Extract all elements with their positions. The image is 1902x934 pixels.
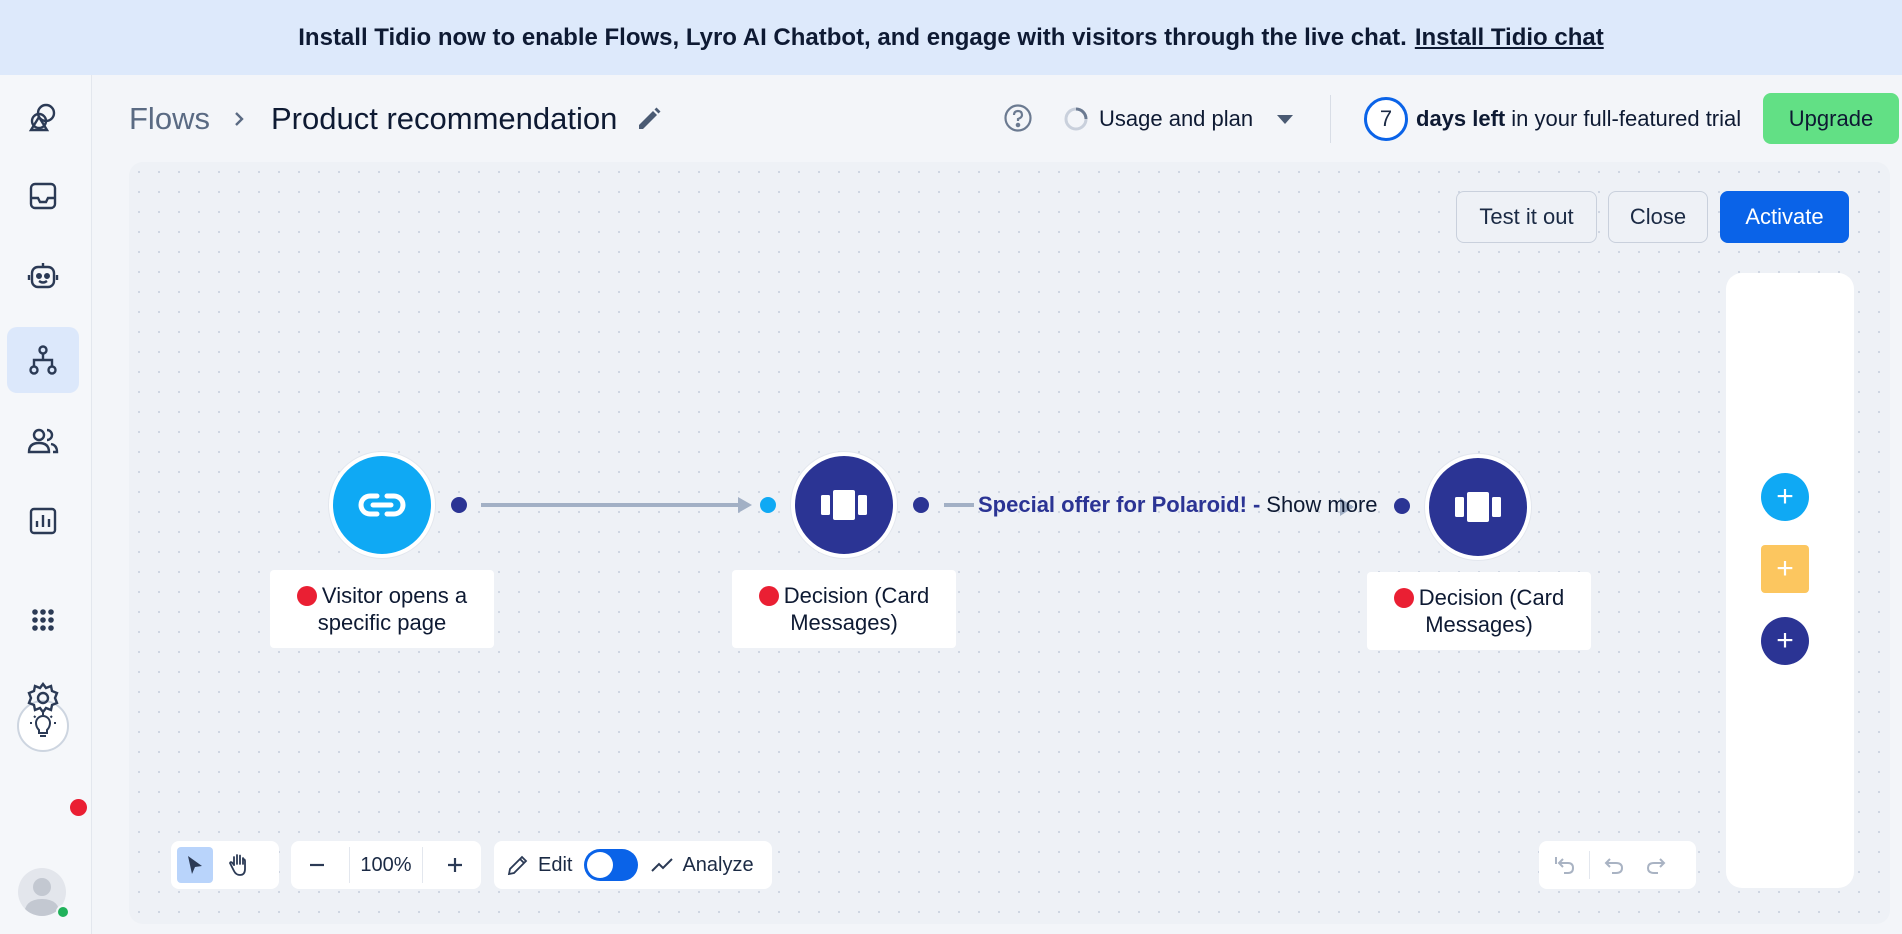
pencil-icon xyxy=(639,107,661,129)
sidebar-item-analytics[interactable] xyxy=(7,488,79,554)
cards-icon xyxy=(1455,492,1501,522)
trigger-output-port[interactable] xyxy=(451,497,467,513)
sidebar-item-lyro-bot[interactable] xyxy=(7,242,79,308)
error-dot xyxy=(1393,588,1414,608)
activate-button[interactable]: Activate xyxy=(1720,191,1849,243)
analytics-icon xyxy=(29,507,57,535)
decision-node-1[interactable] xyxy=(791,452,897,558)
sidebar-item-flows[interactable] xyxy=(7,327,79,393)
settings-icon xyxy=(27,682,59,714)
flows-icon xyxy=(29,345,57,375)
caret-down-icon xyxy=(1277,114,1294,124)
minus-icon xyxy=(310,863,324,867)
analyze-mode-label[interactable]: Analyze xyxy=(682,853,754,876)
edge-separator: - xyxy=(1252,492,1261,517)
help-button[interactable] xyxy=(1003,103,1033,133)
contacts-icon xyxy=(27,428,59,454)
card-title: Special offer for Polaroid! xyxy=(978,492,1247,517)
sidebar xyxy=(0,75,92,934)
plus-icon xyxy=(448,858,462,872)
trial-info: days left in your full-featured trial xyxy=(1416,100,1741,138)
cards-icon xyxy=(821,490,867,520)
button-edge-label[interactable]: Special offer for Polaroid! - Show more xyxy=(978,490,1378,520)
shapes-icon xyxy=(28,103,56,132)
link-icon xyxy=(358,493,406,517)
sidebar-item-contacts[interactable] xyxy=(7,408,79,474)
settings-alert-dot xyxy=(70,799,87,816)
decision-node-2[interactable] xyxy=(1425,454,1531,560)
days-left-text: days left xyxy=(1416,106,1506,131)
add-condition-button[interactable]: + xyxy=(1761,545,1809,593)
chevron-right-icon xyxy=(230,100,248,138)
cursor-tools xyxy=(171,841,279,889)
add-action-button[interactable]: + xyxy=(1761,617,1809,665)
history-divider xyxy=(1589,851,1590,879)
zoom-level: 100% xyxy=(349,847,423,883)
error-dot xyxy=(296,586,317,606)
decision-1-output-port[interactable] xyxy=(913,497,929,513)
bot-icon xyxy=(27,263,59,289)
settings-button[interactable] xyxy=(7,665,79,731)
pointer-icon xyxy=(188,856,202,874)
tips-button[interactable] xyxy=(17,700,69,752)
mode-toggle[interactable] xyxy=(584,849,639,881)
card-button-label: Show more xyxy=(1266,492,1378,517)
flow-canvas[interactable] xyxy=(129,162,1890,924)
install-banner: Install Tidio now to enable Flows, Lyro … xyxy=(0,0,1902,75)
node-label-text: Visitor opens a specific page xyxy=(317,583,468,635)
decision-node-2-label[interactable]: Decision (Card Messages) xyxy=(1367,572,1591,650)
error-dot xyxy=(758,586,779,606)
user-placeholder-icon xyxy=(24,878,60,916)
pan-tool-button[interactable] xyxy=(221,847,257,883)
mode-switcher: Edit Analyze xyxy=(494,841,772,889)
decision-node-1-label[interactable]: Decision (Card Messages) xyxy=(732,570,956,648)
inbox-icon xyxy=(29,182,57,210)
trial-text: in your full-featured trial xyxy=(1511,106,1742,131)
node-label-text: Decision (Card Messages) xyxy=(1418,585,1565,637)
zoom-in-button[interactable] xyxy=(437,847,473,883)
decision-2-input-port[interactable] xyxy=(1394,498,1410,514)
node-label-text: Decision (Card Messages) xyxy=(783,583,930,635)
upgrade-button[interactable]: Upgrade xyxy=(1763,93,1899,144)
header-divider xyxy=(1330,95,1331,143)
install-tidio-link[interactable]: Install Tidio chat xyxy=(1414,23,1604,51)
history-controls xyxy=(1539,841,1696,889)
edit-title-button[interactable] xyxy=(636,100,662,138)
apps-grid-icon xyxy=(32,609,54,631)
test-it-out-button[interactable]: Test it out xyxy=(1456,191,1597,243)
edit-mode-label[interactable]: Edit xyxy=(538,853,573,876)
redo-button[interactable] xyxy=(1638,847,1674,883)
usage-progress-icon xyxy=(1064,107,1088,131)
close-button[interactable]: Close xyxy=(1608,191,1708,243)
undo-button[interactable] xyxy=(1596,847,1632,883)
zoom-out-button[interactable] xyxy=(299,847,335,883)
banner-text: Install Tidio now to enable Flows, Lyro … xyxy=(298,23,1407,51)
trigger-node[interactable] xyxy=(329,452,435,558)
help-icon xyxy=(1004,104,1032,132)
zoom-controls: 100% xyxy=(291,841,481,889)
page-title: Product recommendation xyxy=(271,101,618,136)
sidebar-item-shapes[interactable] xyxy=(7,85,79,151)
trend-icon xyxy=(651,858,674,872)
undo-icon xyxy=(1604,858,1624,874)
pencil-icon xyxy=(507,855,528,876)
decision-1-input-port[interactable] xyxy=(760,497,776,513)
trigger-node-label[interactable]: Visitor opens a specific page xyxy=(270,570,494,648)
usage-plan-dropdown[interactable]: Usage and plan xyxy=(1063,100,1294,138)
add-trigger-button[interactable]: + xyxy=(1761,473,1809,521)
trial-days-counter: 7 xyxy=(1364,97,1408,141)
online-status-dot xyxy=(56,905,70,919)
undo-all-button[interactable] xyxy=(1547,847,1583,883)
sidebar-item-inbox[interactable] xyxy=(7,163,79,229)
hand-icon xyxy=(229,854,246,876)
apps-button[interactable] xyxy=(7,587,79,653)
redo-icon xyxy=(1646,858,1666,874)
usage-plan-label: Usage and plan xyxy=(1099,106,1254,131)
undo-all-icon xyxy=(1555,857,1575,874)
breadcrumb-flows[interactable]: Flows xyxy=(129,101,210,136)
select-tool-button[interactable] xyxy=(177,847,213,883)
